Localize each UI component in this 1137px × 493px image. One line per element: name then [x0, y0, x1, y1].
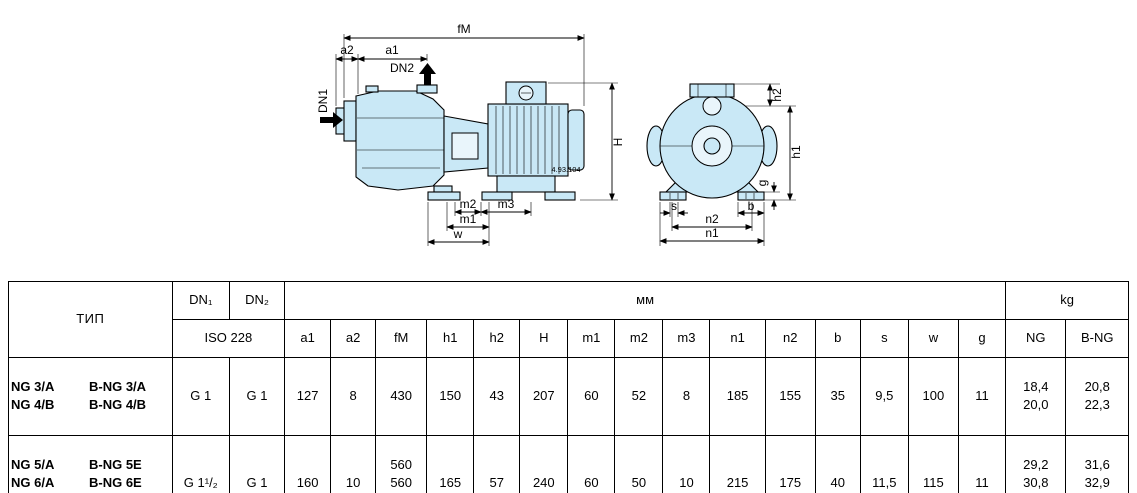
- dim-cell: 115: [907, 434, 959, 493]
- dim-label-a2: a2: [340, 43, 354, 57]
- dimension-lines-side: [335, 34, 618, 246]
- col-header-g: g: [957, 319, 1007, 358]
- group-header-mm: мм: [284, 281, 1007, 320]
- col-header-h2: h2: [473, 319, 521, 358]
- col-header-ng: NG: [1005, 319, 1067, 358]
- type-cell: NG 5/A NG 6/A NG 7/B B-NG 5E B-NG 6E B-N…: [8, 434, 173, 493]
- model-names-ng: NG 5/A NG 6/A NG 7/B: [11, 456, 55, 491]
- dn2-flow-arrow: [419, 63, 436, 85]
- dim-cell: 560 560 600: [375, 434, 428, 493]
- dim-label-h1: h1: [789, 145, 803, 159]
- col-header-fm: fM: [375, 319, 428, 358]
- dim-cell: 43: [473, 357, 521, 436]
- col-header-h1: h1: [426, 319, 475, 358]
- dim-cell: 8: [662, 357, 711, 436]
- dim-cell: 175: [764, 434, 816, 493]
- dim-cell: 240: [519, 434, 569, 493]
- dn2-cell: G 1: [228, 357, 286, 436]
- type-cell: NG 3/A NG 4/B B-NG 3/A B-NG 4/B: [8, 357, 173, 436]
- dim-label-dn1: DN1: [316, 89, 330, 113]
- drawing-part-code: 4.93.104: [551, 165, 580, 174]
- dn2-cell: G 1: [228, 434, 286, 493]
- col-header-w: w: [907, 319, 959, 358]
- dim-cell: 100: [907, 357, 959, 436]
- dim-label-b: b: [748, 199, 755, 213]
- col-header-s: s: [859, 319, 909, 358]
- col-header-type: ТИП: [8, 281, 173, 358]
- dim-cell: 40: [814, 434, 861, 493]
- dim-cell: 8: [330, 357, 377, 436]
- mounting-feet: [427, 175, 576, 201]
- dim-cell: 207: [519, 357, 569, 436]
- dim-cell: 50: [614, 434, 664, 493]
- dim-cell: 155: [764, 357, 816, 436]
- model-names-bng: B-NG 3/A B-NG 4/B: [89, 379, 147, 413]
- dim-label-m2: m2: [460, 197, 477, 211]
- weight-cell-bng: 31,6 32,9 33,4: [1065, 434, 1129, 493]
- col-header-b: b: [814, 319, 861, 358]
- side-view-drawing: fM a2 a1 DN2 DN1 H m2 m3 m1 w 4.93.104: [316, 22, 625, 246]
- pump-casing: [335, 84, 489, 191]
- dim-cell: 430: [375, 357, 428, 436]
- pump-dimensional-drawing: fM a2 a1 DN2 DN1 H m2 m3 m1 w 4.93.104: [316, 22, 803, 246]
- group-header-kg: kg: [1005, 281, 1129, 320]
- dim-label-s: s: [671, 199, 677, 213]
- col-header-a1: a1: [284, 319, 332, 358]
- dim-label-m3: m3: [498, 197, 515, 211]
- col-header-dn1: DN₁: [171, 281, 230, 320]
- dim-label-w: w: [453, 227, 463, 241]
- dim-label-dn2: DN2: [390, 61, 414, 75]
- dim-cell: 60: [567, 357, 616, 436]
- dim-cell: 127: [284, 357, 332, 436]
- col-header-m1: m1: [567, 319, 616, 358]
- front-view-drawing: h2 h1 g s b n2 n1: [646, 83, 803, 246]
- dim-cell: 11: [957, 434, 1007, 493]
- dim-label-fm: fM: [457, 22, 470, 36]
- table-row: NG 3/A NG 4/B B-NG 3/A B-NG 4/B G 1 G 1 …: [8, 357, 1129, 436]
- col-header-bng: B-NG: [1065, 319, 1129, 358]
- dim-cell: 11: [957, 357, 1007, 436]
- dim-cell: 215: [709, 434, 766, 493]
- dim-cell: 52: [614, 357, 664, 436]
- dim-cell: 11,5: [859, 434, 909, 493]
- pump-front-casing: [646, 83, 778, 201]
- model-names-ng: NG 3/A NG 4/B: [11, 379, 55, 413]
- col-header-m2: m2: [614, 319, 664, 358]
- model-names-bng: B-NG 5E B-NG 6E B-NG 7/A: [89, 456, 142, 491]
- dim-cell: 160: [284, 434, 332, 493]
- dim-cell: 35: [814, 357, 861, 436]
- col-header-m3: m3: [662, 319, 711, 358]
- col-header-dn2: DN₂: [228, 281, 286, 320]
- dim-cell: 10: [330, 434, 377, 493]
- dim-cell: 10: [662, 434, 711, 493]
- col-header-n1: n1: [709, 319, 766, 358]
- dimension-lines-front: [659, 83, 796, 246]
- dim-label-a1: a1: [385, 43, 399, 57]
- dim-cell: 185: [709, 357, 766, 436]
- dim-cell: 150: [426, 357, 475, 436]
- dn1-cell: G 1: [171, 357, 230, 436]
- weight-cell-bng: 20,8 22,3: [1065, 357, 1129, 436]
- dim-label-m1: m1: [460, 212, 477, 226]
- table-row: NG 5/A NG 6/A NG 7/B B-NG 5E B-NG 6E B-N…: [8, 434, 1129, 493]
- col-header-a2: a2: [330, 319, 377, 358]
- dim-label-h: H: [611, 138, 625, 147]
- dimensions-table: ТИП DN₁ DN₂ мм kg ISO 228 a1 a2 fM h1 h2…: [8, 281, 1129, 493]
- dim-label-n2: n2: [705, 212, 719, 226]
- dim-cell: 165: [426, 434, 475, 493]
- col-header-n2: n2: [764, 319, 816, 358]
- dim-cell: 57: [473, 434, 521, 493]
- dim-label-g: g: [755, 180, 769, 187]
- dn1-cell: G 1¹/₂: [171, 434, 230, 493]
- motor: [487, 81, 585, 177]
- col-header-h: H: [519, 319, 569, 358]
- dim-label-h2: h2: [770, 88, 784, 102]
- dn1-flow-arrow: [320, 112, 343, 128]
- dim-cell: 9,5: [859, 357, 909, 436]
- weight-cell-ng: 29,2 30,8 31,3: [1005, 434, 1067, 493]
- dim-label-n1: n1: [705, 226, 719, 240]
- dim-cell: 60: [567, 434, 616, 493]
- col-header-iso228: ISO 228: [171, 319, 286, 358]
- weight-cell-ng: 18,4 20,0: [1005, 357, 1067, 436]
